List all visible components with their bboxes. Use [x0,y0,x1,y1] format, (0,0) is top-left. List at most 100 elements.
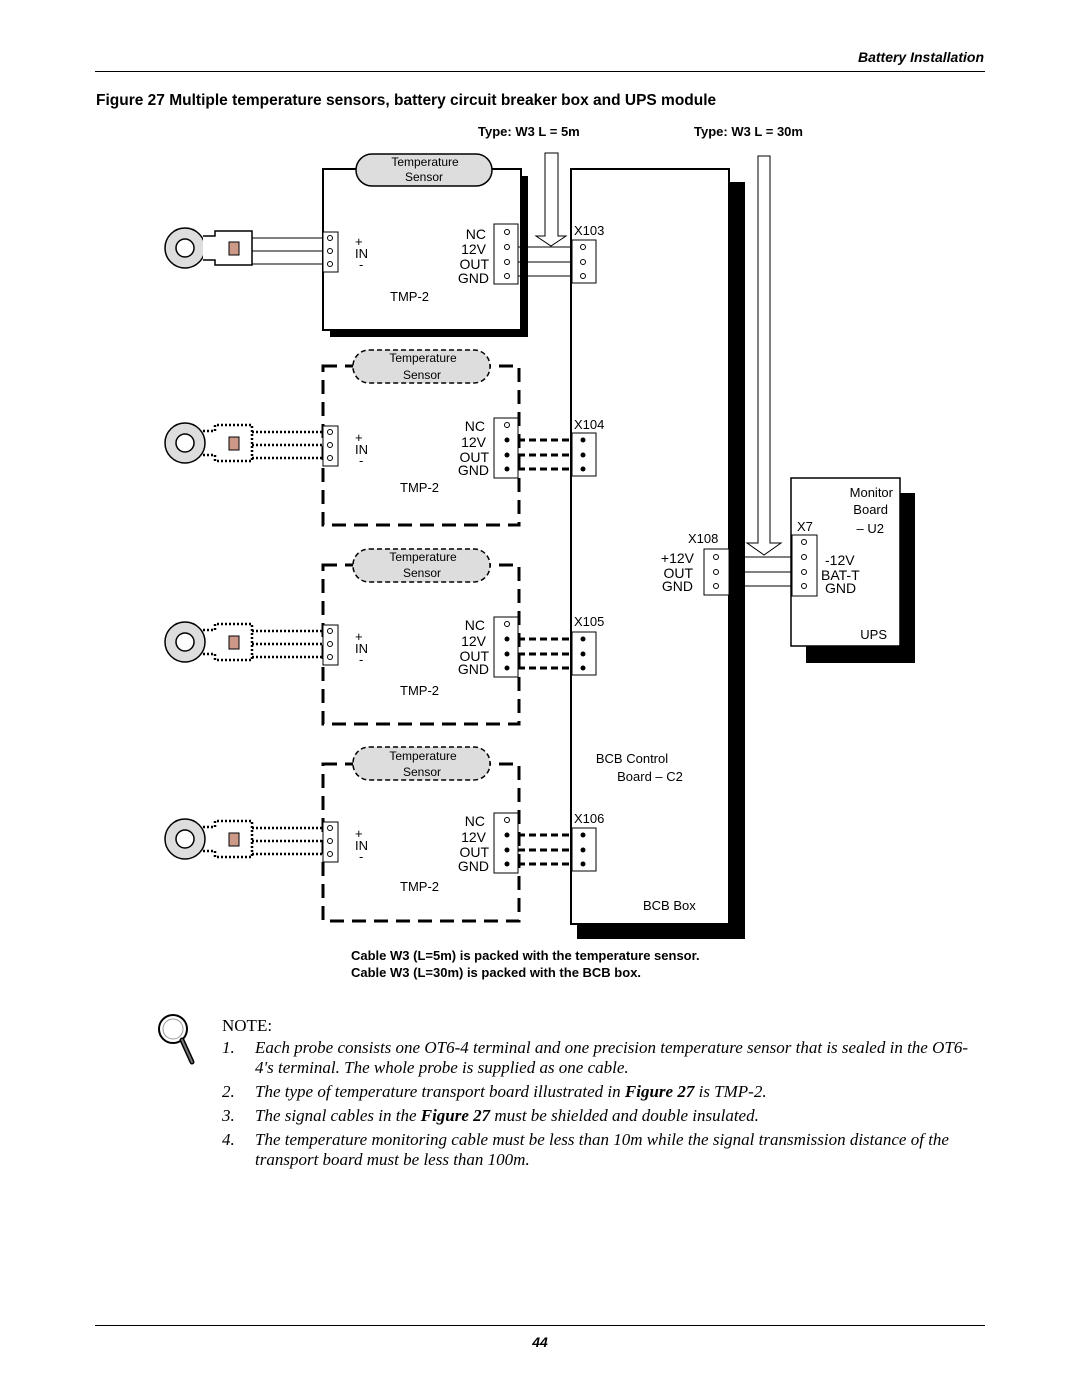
pin-out: OUT [459,256,489,272]
list-item: 2. The type of temperature transport boa… [222,1082,982,1102]
sensor-label-line1: Temperature [389,749,457,763]
connector-x106: X106 [571,811,604,872]
ups-label: UPS [860,627,887,642]
sensor-unit-1: Temperature Sensor + IN - NC 12V OUT GND… [164,153,572,337]
note-text: The temperature monitoring cable must be… [255,1130,949,1169]
pin-12v: 12V [461,241,487,257]
sensor-unit-3: Temperature Sensor + IN - NC 12V OUT GND… [164,548,583,726]
figure-reference: Figure 27 [420,1106,491,1125]
in-label: IN [355,838,368,853]
temperature-probe [164,422,323,464]
note-text: The signal cables in the [255,1106,421,1125]
in-plus: + [355,826,363,841]
sensor-label-line2: Sensor [403,765,441,779]
cable-type-30m-label: Type: W3 L = 30m [694,124,803,139]
connector-x108: X108 +12V OUT GND [661,531,805,596]
cable-note-1: Cable W3 (L=5m) is packed with the tempe… [351,948,700,963]
tmp-board-label: TMP-2 [390,289,429,304]
ups-pin-gnd: GND [825,580,856,596]
figure-caption: Figure 27 Multiple temperature sensors, … [96,92,717,109]
in-label: IN [355,641,368,656]
note-number: 3. [222,1106,235,1125]
pin-gnd: GND [458,858,489,874]
sensor-unit-4: Temperature Sensor + IN - NC 12V OUT GND… [164,746,583,923]
connector-label: X106 [574,811,604,826]
in-minus: - [359,453,363,468]
note-number: 4. [222,1130,235,1149]
note-text: is TMP-2. [694,1082,767,1101]
tmp-board-label: TMP-2 [400,683,439,698]
cable-30m-arrow [745,155,783,556]
bcb-control-line1: BCB Control [596,751,668,766]
page-number: 44 [532,1334,548,1350]
pin-nc: NC [465,418,485,434]
connector-x105: X105 [571,614,604,676]
in-plus: + [355,234,363,249]
note-text: Each probe consists one OT6-4 terminal a… [255,1038,968,1077]
cable-5m-arrow [534,152,568,247]
temperature-probe [164,818,323,860]
list-item: 4. The temperature monitoring cable must… [222,1130,982,1170]
temperature-sensor-badge [355,153,493,187]
x7-label: X7 [797,519,813,534]
in-minus: - [359,849,363,864]
x108-pin-out: OUT [663,565,693,581]
cable-note-2: Cable W3 (L=30m) is packed with the BCB … [351,965,641,980]
note-number: 2. [222,1082,235,1101]
ups-module: Monitor Board X7 – U2 -12V BAT-T GND UPS [790,477,915,663]
in-plus: + [355,629,363,644]
in-minus: - [359,257,363,272]
pin-out: OUT [459,648,489,664]
note-list: 1. Each probe consists one OT6-4 termina… [222,1038,982,1174]
wiring-diagram: Type: W3 L = 5m Type: W3 L = 30m Tempera… [164,124,915,980]
connector-label: X103 [574,223,604,238]
pin-12v: 12V [461,829,487,845]
sensor-label-line1: Temperature [391,155,459,169]
connector-label: X104 [574,417,604,432]
note-text: must be shielded and double insulated. [490,1106,759,1125]
temperature-probe [164,227,323,269]
in-label: IN [355,442,368,457]
sensor-label-line2: Sensor [403,368,441,382]
temperature-probe [164,621,323,663]
x108-pin-12v: +12V [661,550,695,566]
list-item: 1. Each probe consists one OT6-4 termina… [222,1038,982,1078]
connector-x103: X103 [571,223,604,284]
connector-x104: X104 [571,417,604,477]
pin-gnd: GND [458,462,489,478]
header-rule [95,71,985,72]
pin-gnd: GND [458,661,489,677]
section-title: Battery Installation [857,49,984,65]
tmp-board-label: TMP-2 [400,480,439,495]
pin-12v: 12V [461,434,487,450]
note-title: NOTE: [222,1016,273,1035]
connector-label: X105 [574,614,604,629]
figure-reference: Figure 27 [624,1082,695,1101]
cable-type-5m-label: Type: W3 L = 5m [478,124,580,139]
x108-pin-gnd: GND [662,578,693,594]
pin-nc: NC [465,617,485,633]
pin-nc: NC [466,226,486,242]
footer-rule [95,1325,985,1326]
pin-nc: NC [465,813,485,829]
list-item: 3. The signal cables in the Figure 27 mu… [222,1106,982,1126]
sensor-label-line1: Temperature [389,351,457,365]
sensor-unit-2: Temperature Sensor + IN - NC 12V OUT GND… [164,349,583,527]
x108-label: X108 [688,531,718,546]
pin-out: OUT [459,449,489,465]
ups-pin-batt: BAT-T [821,567,860,583]
in-plus: + [355,430,363,445]
magnifier-icon [158,1014,195,1065]
pin-gnd: GND [458,270,489,286]
tmp-board-label: TMP-2 [400,879,439,894]
pin-12v: 12V [461,633,487,649]
monitor-label-line2: Board [853,502,888,517]
monitor-label-line1: Monitor [850,485,894,500]
bcb-control-line2: Board – C2 [617,769,683,784]
monitor-u2-label: – U2 [857,521,884,536]
bcb-box-label: BCB Box [643,898,696,913]
note-number: 1. [222,1038,235,1057]
sensor-label-line2: Sensor [403,566,441,580]
ups-pin-12v: -12V [825,552,855,568]
pin-out: OUT [459,844,489,860]
